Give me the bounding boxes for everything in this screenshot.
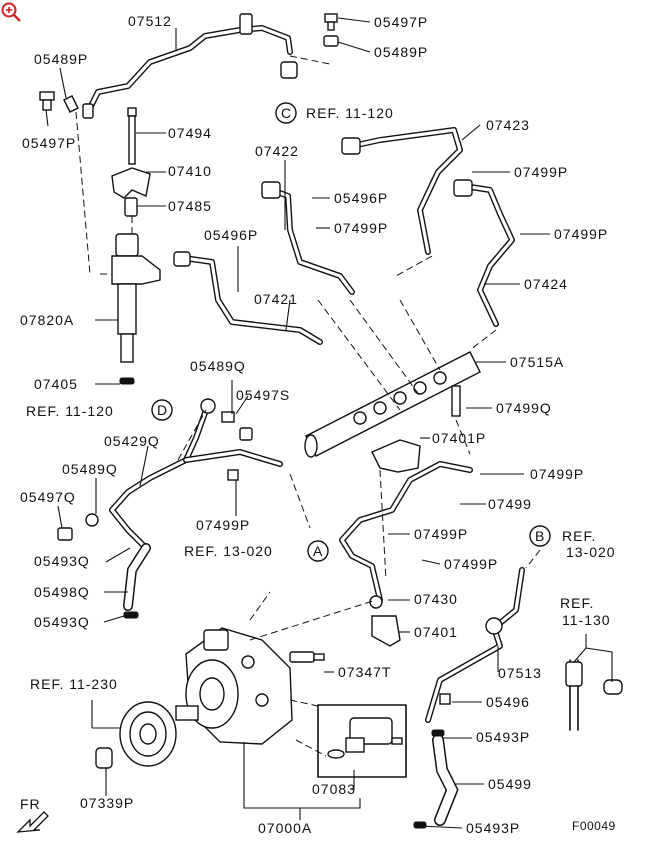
front-marker-label: FR xyxy=(20,796,41,812)
fuel-pipe-07424 xyxy=(453,179,515,327)
reference-11-130[interactable]: REF. 11-130 xyxy=(560,595,611,628)
label-07339p: 07339P xyxy=(80,795,134,811)
label-05493p-upper: 05493P xyxy=(476,729,530,745)
ref-c-label: REF. 11-120 xyxy=(306,105,394,121)
return-pipe-05429q xyxy=(109,398,283,551)
label-05489p-left: 05489P xyxy=(34,51,88,67)
label-07424: 07424 xyxy=(524,276,568,292)
rail-bracket-07401p xyxy=(371,439,421,473)
part-labels: 07512 05497P 05489P 05489P 05497P 07494 … xyxy=(20,13,608,836)
label-07499p-right1: 07499P xyxy=(514,164,568,180)
supply-pump-07000a xyxy=(175,627,293,745)
ref-11-230-label: REF. 11-230 xyxy=(30,676,118,692)
label-07401: 07401 xyxy=(414,624,458,640)
ref-b-circle-letter: B xyxy=(535,528,545,544)
label-07405: 07405 xyxy=(34,376,78,392)
label-05496p-upper: 05496P xyxy=(334,190,388,206)
bolts-lower-left xyxy=(57,411,253,541)
label-07820a: 07820A xyxy=(20,312,74,328)
reference-d[interactable]: REF. 11-120 D xyxy=(26,399,173,421)
label-07421: 07421 xyxy=(254,291,298,307)
reference-a[interactable]: REF. 13-020 A xyxy=(184,540,329,562)
label-05489q-mid: 05489Q xyxy=(62,461,118,477)
label-05496p-mid: 05496P xyxy=(204,227,258,243)
label-05493q-upper: 05493Q xyxy=(34,553,90,569)
reference-b[interactable]: B REF. 13-020 xyxy=(529,525,616,560)
label-05497q: 05497Q xyxy=(20,489,76,505)
label-07430: 07430 xyxy=(414,591,458,607)
label-07423: 07423 xyxy=(486,117,530,133)
label-05498q: 05498Q xyxy=(34,584,90,600)
leader-lines xyxy=(45,17,613,829)
ref-d-label: REF. 11-120 xyxy=(26,403,114,419)
label-07512: 07512 xyxy=(128,13,172,29)
banjo-bolt-left xyxy=(39,91,79,113)
fuel-hose-05498q xyxy=(123,543,151,619)
bolt-05497p-top xyxy=(323,13,339,47)
injection-pipe-07512 xyxy=(82,13,298,119)
fuel-pipe-07513 xyxy=(425,567,525,723)
label-07499: 07499 xyxy=(488,496,532,512)
label-05497p-left: 05497P xyxy=(22,135,76,151)
label-07485: 07485 xyxy=(168,198,212,214)
label-07494: 07494 xyxy=(168,125,212,141)
suction-control-valve-inset xyxy=(317,704,407,778)
front-marker: FR xyxy=(16,796,49,833)
ref-11-130-label: REF. xyxy=(560,595,594,611)
label-07515a: 07515A xyxy=(510,354,564,370)
label-07513: 07513 xyxy=(498,665,542,681)
magnifier-plus-icon[interactable] xyxy=(1,2,21,22)
label-07499p-mid: 07499P xyxy=(196,517,250,533)
label-05493p-lower: 05493P xyxy=(466,820,520,836)
label-07499p-rail: 07499P xyxy=(530,466,584,482)
dashed-alignment-lines xyxy=(75,55,541,757)
front-arrow-icon xyxy=(16,811,49,833)
high-pressure-pipe-07430 xyxy=(339,461,473,603)
label-07499p-right2: 07499P xyxy=(554,226,608,242)
ref-a-label: REF. 13-020 xyxy=(184,543,273,559)
label-07000a: 07000A xyxy=(258,820,312,836)
label-07401p: 07401P xyxy=(432,430,486,446)
label-07499p-pipe1: 07499P xyxy=(414,526,468,542)
label-05489p-top: 05489P xyxy=(374,44,428,60)
bolt-07347t xyxy=(289,651,325,663)
fuel-hose-05499 xyxy=(413,729,459,829)
label-05496: 05496 xyxy=(486,694,530,710)
label-07083: 07083 xyxy=(312,781,356,797)
label-05497s: 05497S xyxy=(236,387,290,403)
reference-c[interactable]: C REF. 11-120 xyxy=(275,102,394,124)
ref-b-label-number: 13-020 xyxy=(566,544,616,560)
leak-off-pipe-07421 xyxy=(173,251,323,345)
diagram-code: F00049 xyxy=(572,819,616,833)
ref-d-circle-letter: D xyxy=(157,402,168,418)
label-05499: 05499 xyxy=(488,776,532,792)
label-07422: 07422 xyxy=(255,143,299,159)
injector-clamp-set xyxy=(111,107,151,217)
pump-sprocket xyxy=(95,701,177,769)
pipe-bracket-07401 xyxy=(369,595,401,647)
fuel-pipe-07423 xyxy=(341,127,463,255)
label-07499p-upper: 07499P xyxy=(334,220,388,236)
common-rail-07515a xyxy=(304,351,481,458)
fitting-11-130 xyxy=(565,659,623,731)
label-05489q-top: 05489Q xyxy=(190,358,246,374)
ref-a-circle-letter: A xyxy=(313,543,323,559)
label-05497p-top: 05497P xyxy=(374,14,428,30)
label-07410: 07410 xyxy=(168,163,212,179)
ref-b-label: REF. xyxy=(562,528,596,544)
ref-11-130-number: 11-130 xyxy=(562,612,611,628)
label-07499q: 07499Q xyxy=(496,400,552,416)
label-05429q: 05429Q xyxy=(104,433,160,449)
ref-c-circle-letter: C xyxy=(281,105,292,121)
label-07499p-pipe2: 07499P xyxy=(444,556,498,572)
reference-11-230[interactable]: REF. 11-230 xyxy=(30,676,118,692)
fuel-injector-07820a xyxy=(111,233,161,385)
label-07347t: 07347T xyxy=(338,664,391,680)
label-05493q-lower: 05493Q xyxy=(34,614,90,630)
